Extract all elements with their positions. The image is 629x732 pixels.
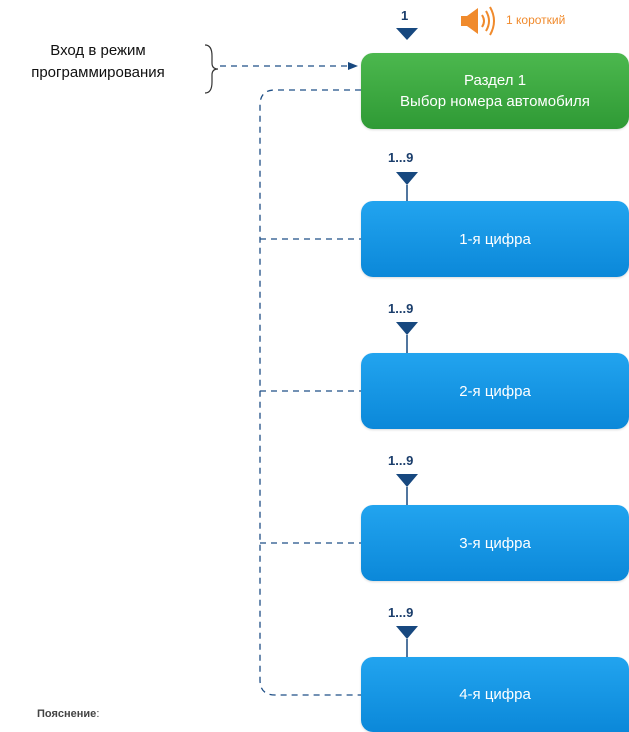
step-range-4: 1...9 — [388, 605, 414, 620]
start-signal: 1 — [401, 8, 409, 23]
start-arrow — [396, 28, 418, 40]
entry-label-line1: Вход в режим — [50, 42, 146, 59]
entry-label-line2: программирования — [31, 64, 165, 81]
speaker-icon — [461, 6, 495, 36]
step-range-3: 1...9 — [388, 453, 414, 468]
beep-label: 1 короткий — [506, 13, 566, 27]
step-box-4: 4-я цифра — [361, 657, 629, 732]
section-box: Раздел 1 Выбор номера автомобиля — [361, 53, 629, 129]
note-label: Пояснение: — [37, 708, 99, 720]
step-box-3: 3-я цифра — [361, 505, 629, 581]
step-arrow-2 — [396, 322, 418, 353]
entry-arrowhead — [348, 62, 358, 70]
step-label-3: 3-я цифра — [459, 534, 531, 552]
note-title: Пояснение — [37, 708, 97, 720]
return-dashed-loop — [259, 89, 361, 696]
section-subtitle: Выбор номера автомобиля — [400, 93, 590, 110]
step-arrow-4 — [396, 626, 418, 657]
section-title: Раздел 1 — [463, 72, 527, 89]
step-label-1: 1-я цифра — [459, 230, 531, 248]
step-label-2: 2-я цифра — [459, 382, 531, 400]
step-label-4: 4-я цифра — [459, 686, 531, 703]
note-colon: : — [96, 708, 100, 720]
entry-label: Вход в режим программирования — [0, 40, 196, 84]
step-box-2: 2-я цифра — [361, 353, 629, 429]
step-box-1: 1-я цифра — [361, 201, 629, 277]
entry-brace — [204, 44, 219, 94]
step-range-1: 1...9 — [388, 150, 414, 165]
step-arrow-3 — [396, 474, 418, 505]
step-range-2: 1...9 — [388, 301, 414, 316]
step-arrow-1 — [396, 172, 418, 201]
